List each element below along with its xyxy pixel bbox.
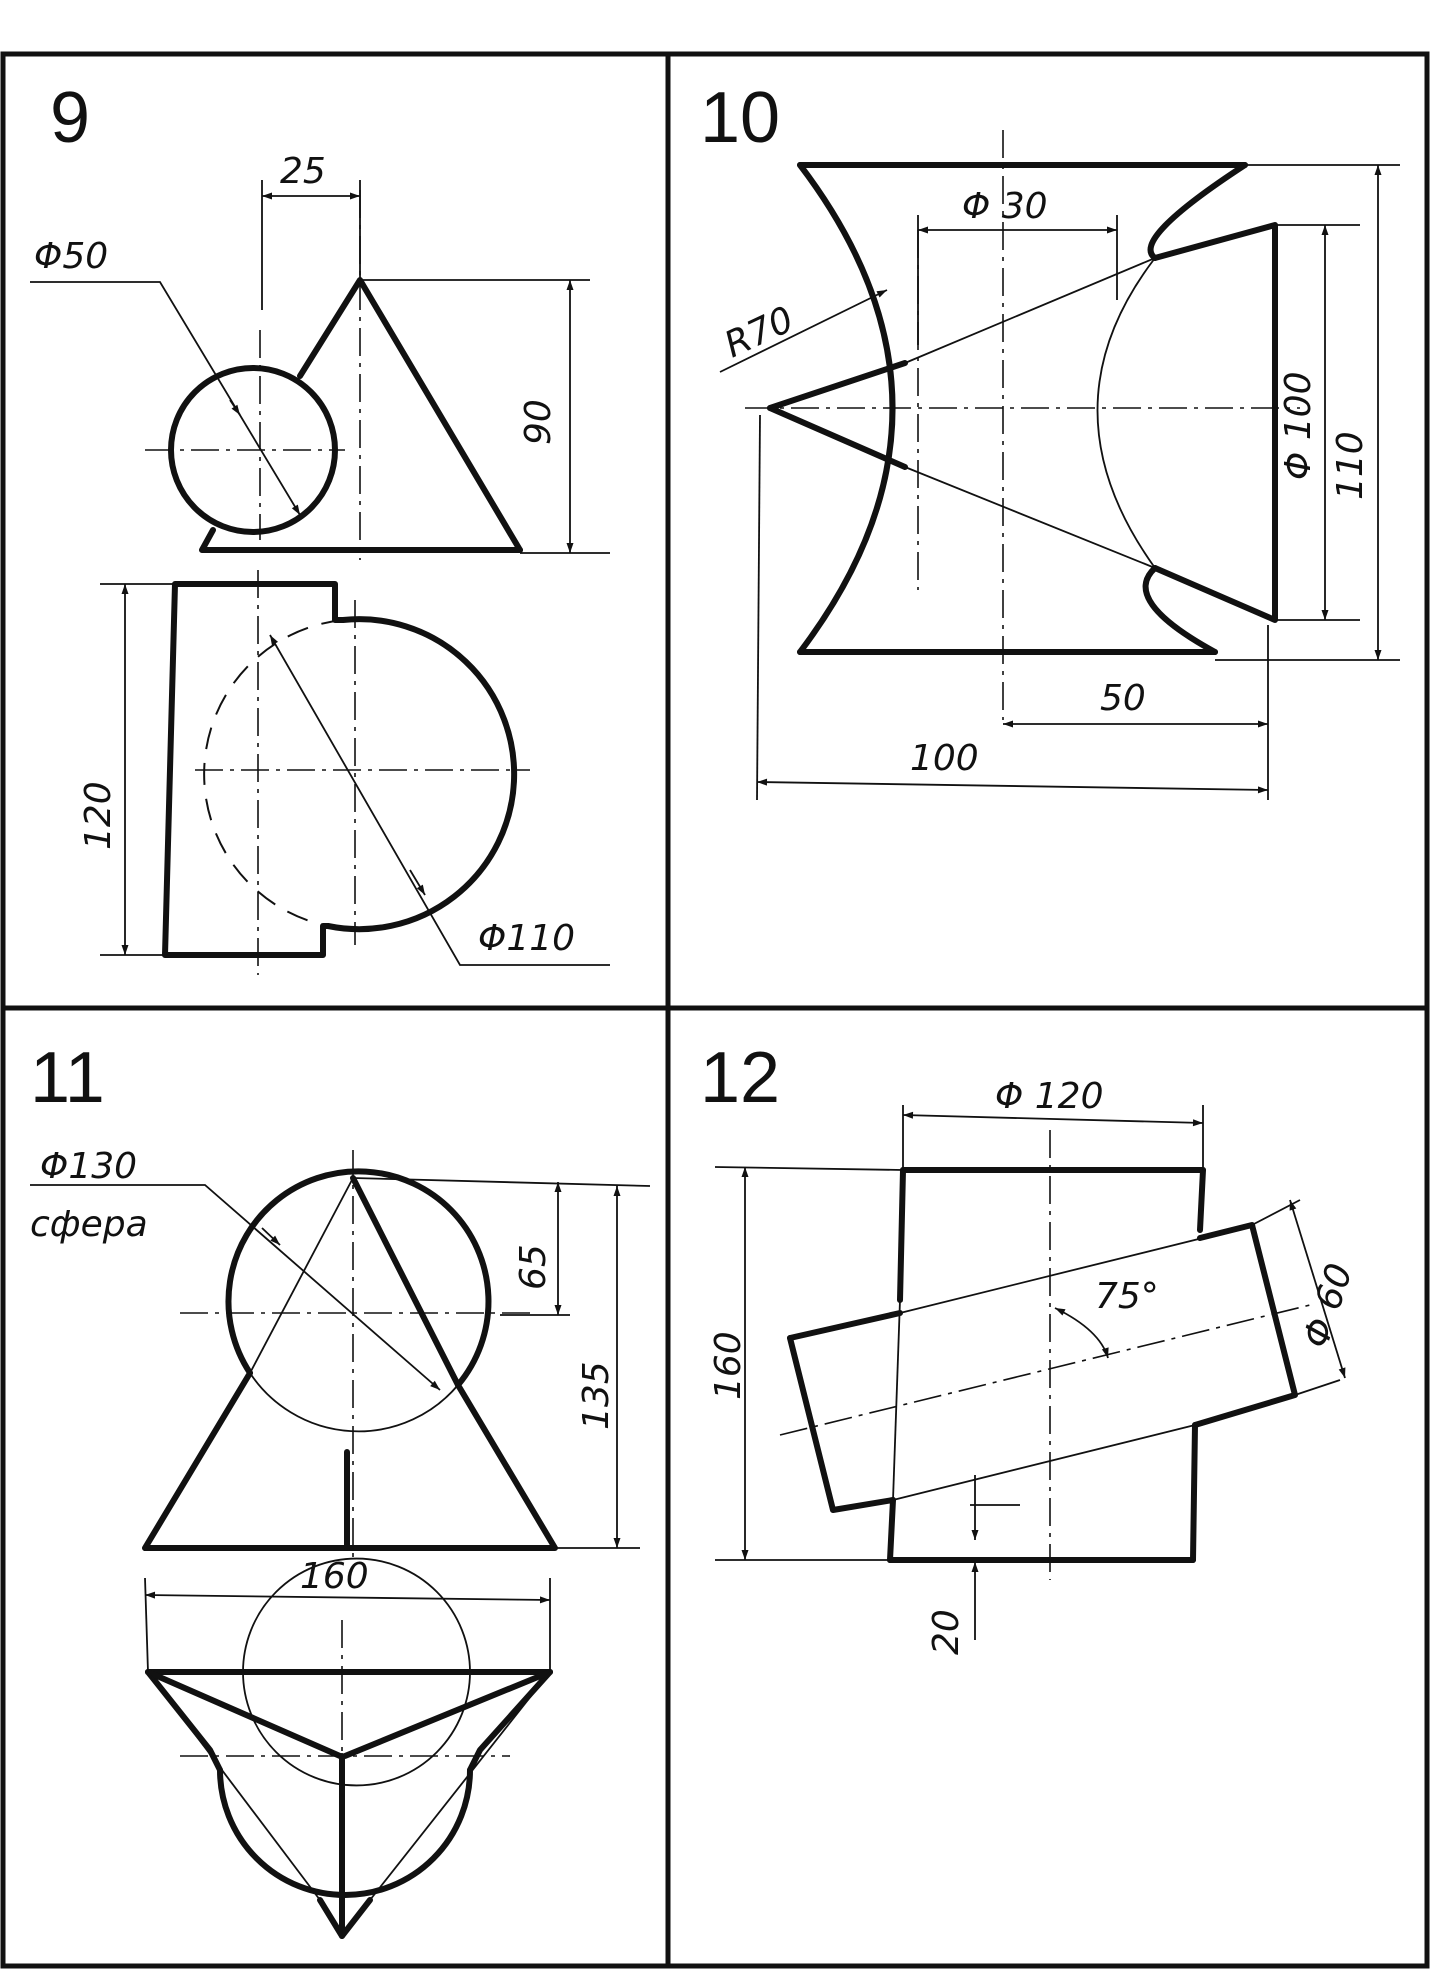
problem-number: 9 (50, 78, 90, 158)
dimension-lines (719, 164, 1400, 801)
dim-phi50: Φ50 (34, 236, 108, 277)
dimension-lines (714, 1105, 1346, 1640)
sheet-frame (0, 51, 1430, 1969)
dim-120: 120 (78, 781, 119, 850)
panel-10: 10 (700, 78, 1400, 801)
dim-110: 110 (1330, 431, 1371, 500)
problem-number: 11 (30, 1038, 105, 1118)
label-sphere: сфера (30, 1204, 148, 1245)
front-view (745, 130, 1300, 720)
dim-160: 160 (708, 1331, 749, 1400)
dim-phi120: Φ 120 (995, 1076, 1104, 1117)
dimension-labels: 25 Φ50 90 120 Φ110 (34, 151, 575, 959)
dim-r70: R70 (718, 299, 800, 366)
panel-11: 11 (30, 1038, 651, 1940)
dim-135: 135 (576, 1361, 617, 1430)
panel-9: 9 (30, 78, 610, 975)
dimension-labels: Φ 120 160 75° Φ 60 20 (708, 1076, 1361, 1655)
panel-12: 12 (700, 1038, 1361, 1655)
dim-65: 65 (513, 1244, 554, 1290)
dim-100: 100 (910, 738, 979, 779)
problem-number: 10 (700, 78, 780, 158)
problem-number: 12 (700, 1038, 780, 1118)
dim-phi100: Φ 100 (1278, 372, 1319, 481)
dim-160: 160 (300, 1556, 369, 1597)
dim-phi30: Φ 30 (962, 186, 1048, 227)
dim-phi130: Φ130 (40, 1146, 137, 1187)
dim-90: 90 (518, 399, 559, 445)
dim-50: 50 (1100, 678, 1146, 719)
top-view (162, 570, 530, 975)
dim-25: 25 (280, 151, 326, 192)
dim-75deg: 75° (1095, 1276, 1159, 1317)
dimension-lines (30, 1177, 651, 1673)
front-view (145, 190, 523, 560)
front-view (779, 1130, 1311, 1580)
dim-20: 20 (926, 1609, 967, 1655)
dimension-lines (30, 180, 610, 966)
top-view (145, 1557, 553, 1940)
dimension-labels: Φ130 сфера 65 135 160 (30, 1146, 617, 1597)
front-view (142, 1150, 558, 1560)
dim-phi110: Φ110 (478, 918, 575, 959)
